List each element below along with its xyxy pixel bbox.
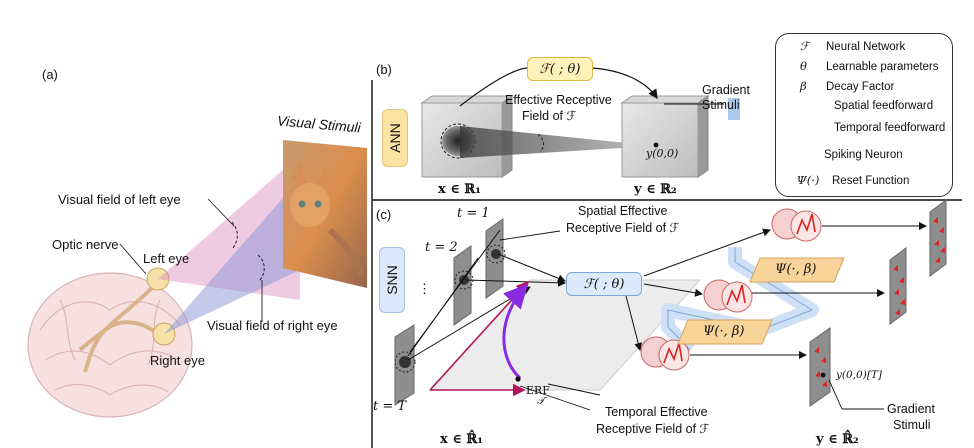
right-field-cone	[164, 190, 300, 334]
ann-erf-line2: Field of ℱ	[522, 109, 577, 123]
legend-item-spiking: Spiking Neuron	[824, 149, 903, 161]
legend-symbol-theta: θ	[800, 59, 807, 73]
snn-slice-t1	[485, 218, 506, 299]
output-plane-top	[929, 199, 947, 277]
panel-b-label: (b)	[376, 62, 392, 77]
reset-box-1	[749, 257, 845, 283]
spiking-neuron-top	[771, 208, 822, 242]
ann-gradient-line2: Stimuli	[702, 98, 740, 112]
reset-label-2: Ψ(·, β)	[703, 324, 745, 339]
snn-gradient-line2: Stimuli	[893, 418, 931, 432]
ann-gradient-line1: Gradient	[702, 83, 750, 97]
legend-text-neural-network: Neural Network	[826, 41, 906, 53]
legend-text-temporal: Temporal feedforward	[834, 122, 946, 134]
ann-y-point-label: y(0,0)	[646, 147, 679, 160]
snn-pill: SNN	[379, 247, 405, 313]
snn-slice-t2	[453, 245, 474, 326]
legend-item-learnable: θ Learnable parameters	[800, 59, 939, 73]
panel-a-label: (a)	[42, 67, 58, 82]
snn-function-box: ℱ( ; θ)	[566, 272, 642, 296]
tT-label: t = T	[373, 399, 407, 414]
ann-erf-line1: Effective Receptive	[505, 93, 612, 107]
reset-label-1: Ψ(·, β)	[775, 262, 817, 277]
snn-x-domain: x ∈ ℝ̂₁	[440, 432, 483, 447]
ann-pill-label: ANN	[387, 123, 403, 153]
right-field-label: Visual field of right eye	[207, 318, 338, 333]
left-eye-label: Left eye	[143, 251, 190, 266]
legend-symbol-psi: Ψ(·)	[796, 173, 820, 187]
legend-item-spatial: Spatial feedforward	[834, 100, 933, 112]
legend-item-neural-network: ℱ Neural Network	[800, 39, 905, 53]
ann-gradient-bar	[728, 98, 740, 120]
snn-slice-tT	[394, 324, 416, 406]
ann-pill: ANN	[382, 109, 408, 167]
snn-function-label: ℱ( ; θ)	[583, 276, 625, 292]
t1-label: t = 1	[457, 206, 490, 221]
ann-x-domain: x ∈ ℝ₁	[438, 182, 481, 197]
temporal-erf-line2: Receptive Field of ℱ	[596, 422, 710, 436]
legend-symbol-beta: β	[800, 79, 807, 93]
snn-y-domain: y ∈ ℝ̂₂	[816, 432, 859, 447]
cat-stimulus-image	[283, 140, 367, 288]
spatial-erf-line1: Spatial Effective	[578, 204, 668, 218]
temporal-erf-line1: Temporal Effective	[605, 405, 708, 419]
erf-subscript: 𝒯	[537, 396, 545, 407]
optic-nerve-label: Optic nerve	[52, 237, 119, 252]
erf-label: ERF	[526, 384, 550, 397]
right-eye-label: Right eye	[150, 353, 205, 368]
panel-c-label: (c)	[376, 207, 392, 222]
ann-erf-cone	[460, 126, 655, 158]
snn-gradient-line1: Gradient	[887, 402, 935, 416]
legend-item-temporal: Temporal feedforward	[834, 122, 945, 134]
output-plane-mid	[889, 247, 907, 325]
legend-box: ℱ Neural Network θ Learnable parameters β D…	[775, 33, 953, 197]
spiking-neuron-bottom	[640, 336, 690, 371]
spatial-erf-line2: Receptive Field of ℱ	[566, 221, 680, 235]
snn-pill-label: SNN	[384, 265, 400, 295]
legend-item-decay: β Decay Factor	[800, 79, 894, 93]
reset-box-2	[677, 319, 773, 345]
legend-symbol-f: ℱ	[800, 39, 810, 53]
spiking-neuron-mid	[703, 279, 753, 313]
legend-text-spatial: Spatial feedforward	[834, 100, 934, 112]
left-eye-icon	[146, 267, 170, 291]
snn-y-point-label: y(0,0)[T]	[836, 369, 883, 381]
legend-item-reset: Ψ(·) Reset Function	[788, 173, 910, 187]
ann-function-label: ℱ( ; θ)	[539, 61, 581, 77]
legend-text-learnable: Learnable parameters	[826, 61, 939, 73]
ann-output-plane	[620, 95, 710, 178]
legend-text-spiking: Spiking Neuron	[824, 149, 903, 161]
ann-y-domain: y ∈ ℝ₂	[634, 182, 677, 197]
legend-text-reset: Reset Function	[832, 175, 910, 187]
left-field-label: Visual field of left eye	[58, 192, 181, 207]
t2-label: t = 2	[425, 240, 458, 255]
legend-text-decay: Decay Factor	[826, 81, 895, 93]
output-plane-bottom	[809, 327, 831, 407]
ann-function-box: ℱ( ; θ)	[527, 57, 593, 81]
ellipsis-dots: ⋮	[418, 281, 431, 296]
brain-illustration	[27, 272, 193, 418]
